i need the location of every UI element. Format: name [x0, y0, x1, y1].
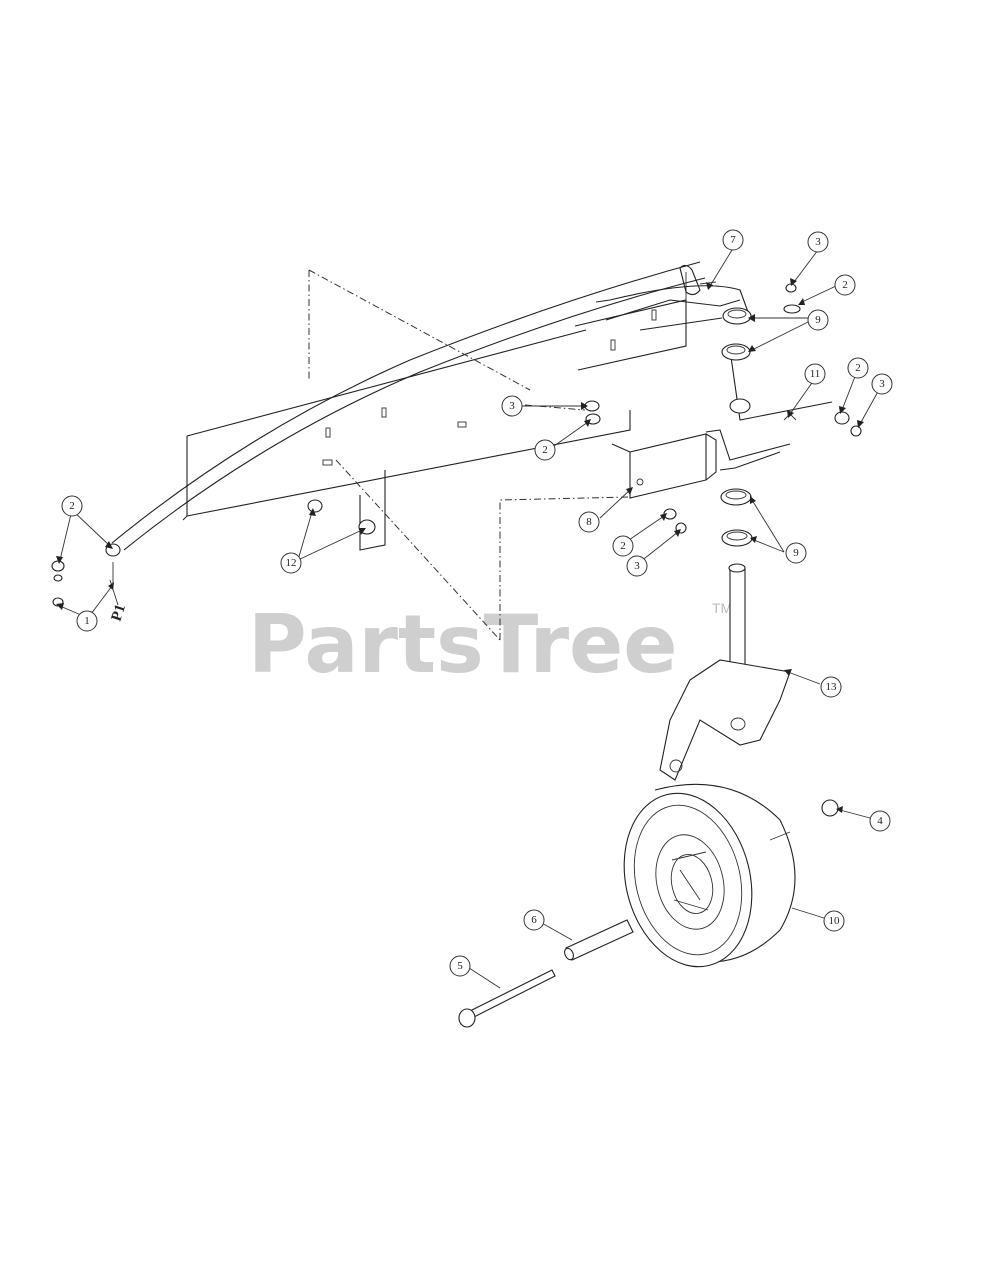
callout-3-right: 3 — [871, 373, 893, 395]
callout-2-bracket: 2 — [612, 535, 634, 557]
callout-9-top: 9 — [807, 309, 829, 331]
svg-text:2: 2 — [69, 500, 75, 512]
callout-9-bottom: 9 — [785, 542, 807, 564]
callout-11: 11 — [804, 363, 826, 385]
callout-2-front: 2 — [61, 495, 83, 517]
svg-text:2: 2 — [842, 279, 848, 291]
svg-text:3: 3 — [815, 236, 821, 248]
reference-label-p1: P1 — [109, 602, 129, 623]
svg-text:7: 7 — [730, 234, 736, 246]
svg-text:3: 3 — [879, 378, 885, 390]
wheel-axle-parts[interactable] — [458, 919, 634, 1028]
watermark-trademark: TM — [712, 600, 732, 616]
svg-text:8: 8 — [586, 516, 592, 528]
callout-3-center: 3 — [501, 395, 523, 417]
svg-text:1: 1 — [84, 615, 90, 627]
callout-1: 1 — [76, 610, 98, 632]
callout-4: 4 — [869, 810, 891, 832]
frame-assembly[interactable] — [111, 261, 833, 641]
callout-7: 7 — [722, 229, 744, 251]
svg-text:13: 13 — [826, 681, 838, 693]
svg-text:2: 2 — [620, 540, 626, 552]
callout-3-top: 3 — [807, 231, 829, 253]
hardware-parts[interactable] — [51, 264, 862, 607]
svg-text:11: 11 — [810, 368, 821, 380]
callout-8: 8 — [578, 511, 600, 533]
callout-2-top: 2 — [834, 274, 856, 296]
callout-2-center: 2 — [534, 439, 556, 461]
svg-text:4: 4 — [877, 815, 883, 827]
caster-wheel[interactable] — [607, 780, 839, 981]
callout-12: 12 — [280, 552, 302, 574]
svg-text:3: 3 — [509, 400, 515, 412]
svg-text:2: 2 — [855, 362, 861, 374]
callout-3-bracket: 3 — [626, 555, 648, 577]
svg-text:3: 3 — [634, 560, 640, 572]
svg-text:6: 6 — [531, 914, 537, 926]
callout-10: 10 — [823, 910, 845, 932]
svg-text:5: 5 — [457, 960, 463, 972]
svg-text:12: 12 — [286, 557, 297, 569]
svg-text:9: 9 — [815, 314, 821, 326]
svg-text:2: 2 — [542, 444, 548, 456]
svg-text:9: 9 — [793, 547, 799, 559]
callout-13: 13 — [820, 676, 842, 698]
caster-yoke[interactable] — [659, 563, 791, 781]
leader-lines — [56, 249, 881, 989]
callout-2-right: 2 — [847, 357, 869, 379]
svg-text:10: 10 — [829, 915, 841, 927]
watermark-text: PartsTree — [248, 598, 678, 691]
callout-6: 6 — [523, 909, 545, 931]
callout-5: 5 — [449, 955, 471, 977]
